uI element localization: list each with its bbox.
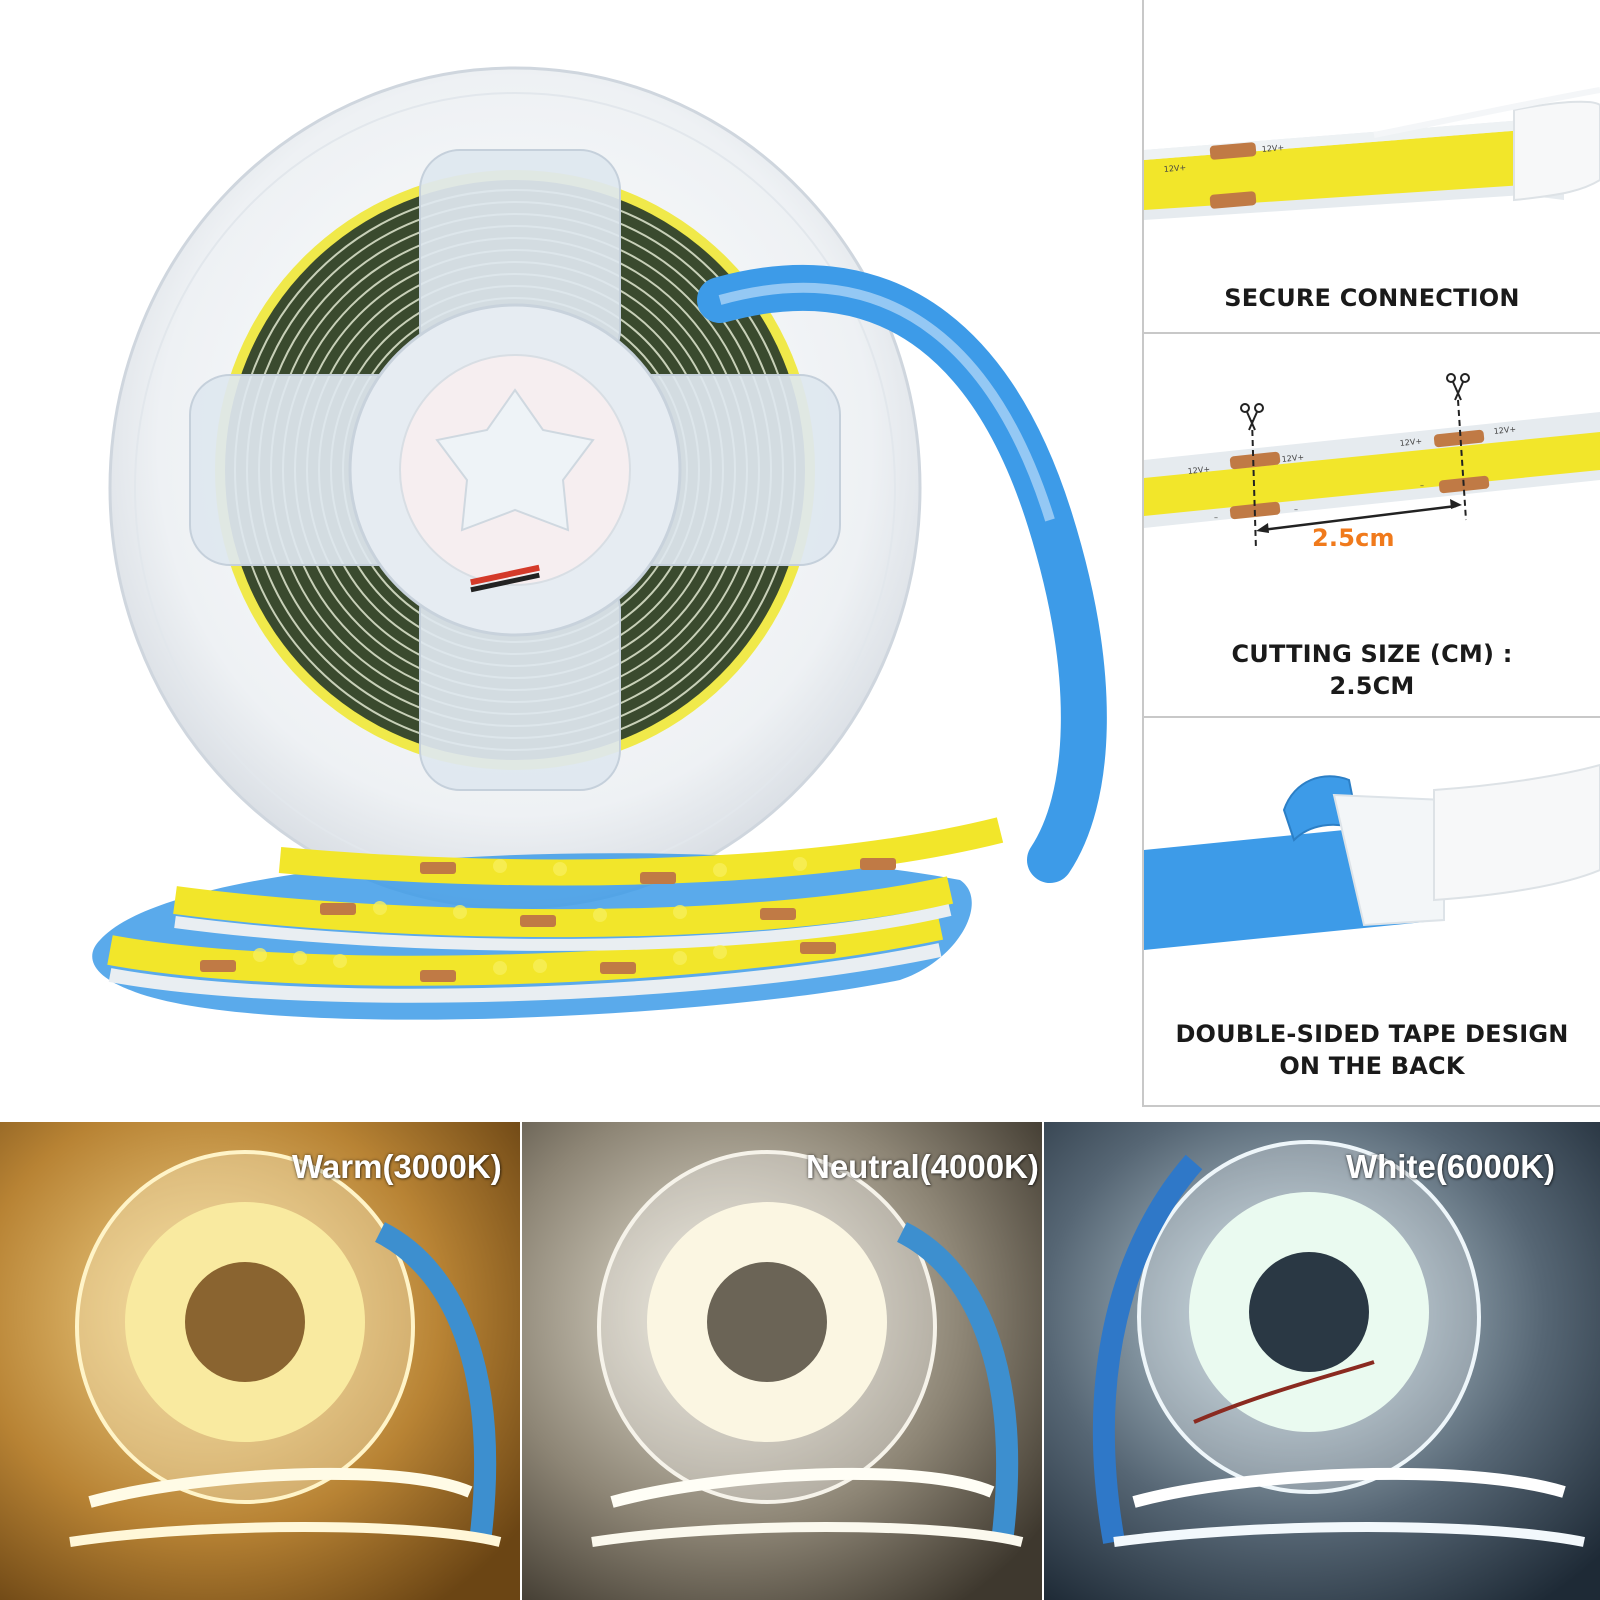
product-reel-image	[92, 66, 1107, 1020]
tape-caption-line2: ON THE BACK	[1279, 1052, 1465, 1080]
tape-caption-line1: DOUBLE-SIDED TAPE DESIGN	[1175, 1020, 1569, 1048]
negative-marking: –	[1294, 505, 1298, 514]
scissors-icon	[1240, 403, 1264, 431]
positive-marking: 12V+	[1261, 143, 1284, 154]
positive-marking: 12V+	[1163, 163, 1186, 174]
negative-marking: –	[1420, 481, 1424, 490]
secure-connection-image: 12V+ 12V+	[1144, 87, 1600, 220]
scissors-icon	[1446, 373, 1470, 401]
cutting-size-caption-line1: CUTTING SIZE (CM) :	[1231, 640, 1513, 668]
color-temp-warm-image	[0, 1122, 520, 1600]
positive-marking: 12V+	[1493, 425, 1516, 436]
color-temp-white-image	[1044, 1122, 1600, 1600]
cutting-measure-label: 2.5cm	[1312, 524, 1395, 552]
cutting-size-caption-line2: 2.5CM	[1329, 672, 1415, 700]
cutting-size-image: 12V+ 12V+ 12V+ 12V+ – – –	[1144, 373, 1600, 551]
positive-marking: 12V+	[1281, 453, 1304, 464]
secure-connection-caption: SECURE CONNECTION	[1224, 284, 1520, 312]
white-label: White(6000K)	[1346, 1148, 1556, 1185]
warm-label: Warm(3000K)	[292, 1148, 502, 1185]
panel-divider	[1144, 716, 1600, 718]
neutral-label: Neutral(4000K)	[806, 1148, 1039, 1185]
panel-divider	[1144, 332, 1600, 334]
double-sided-tape-image	[1144, 763, 1600, 950]
positive-marking: 12V+	[1187, 465, 1210, 476]
color-temp-neutral-image	[522, 1122, 1042, 1600]
positive-marking: 12V+	[1399, 437, 1422, 448]
negative-marking: –	[1214, 513, 1218, 522]
